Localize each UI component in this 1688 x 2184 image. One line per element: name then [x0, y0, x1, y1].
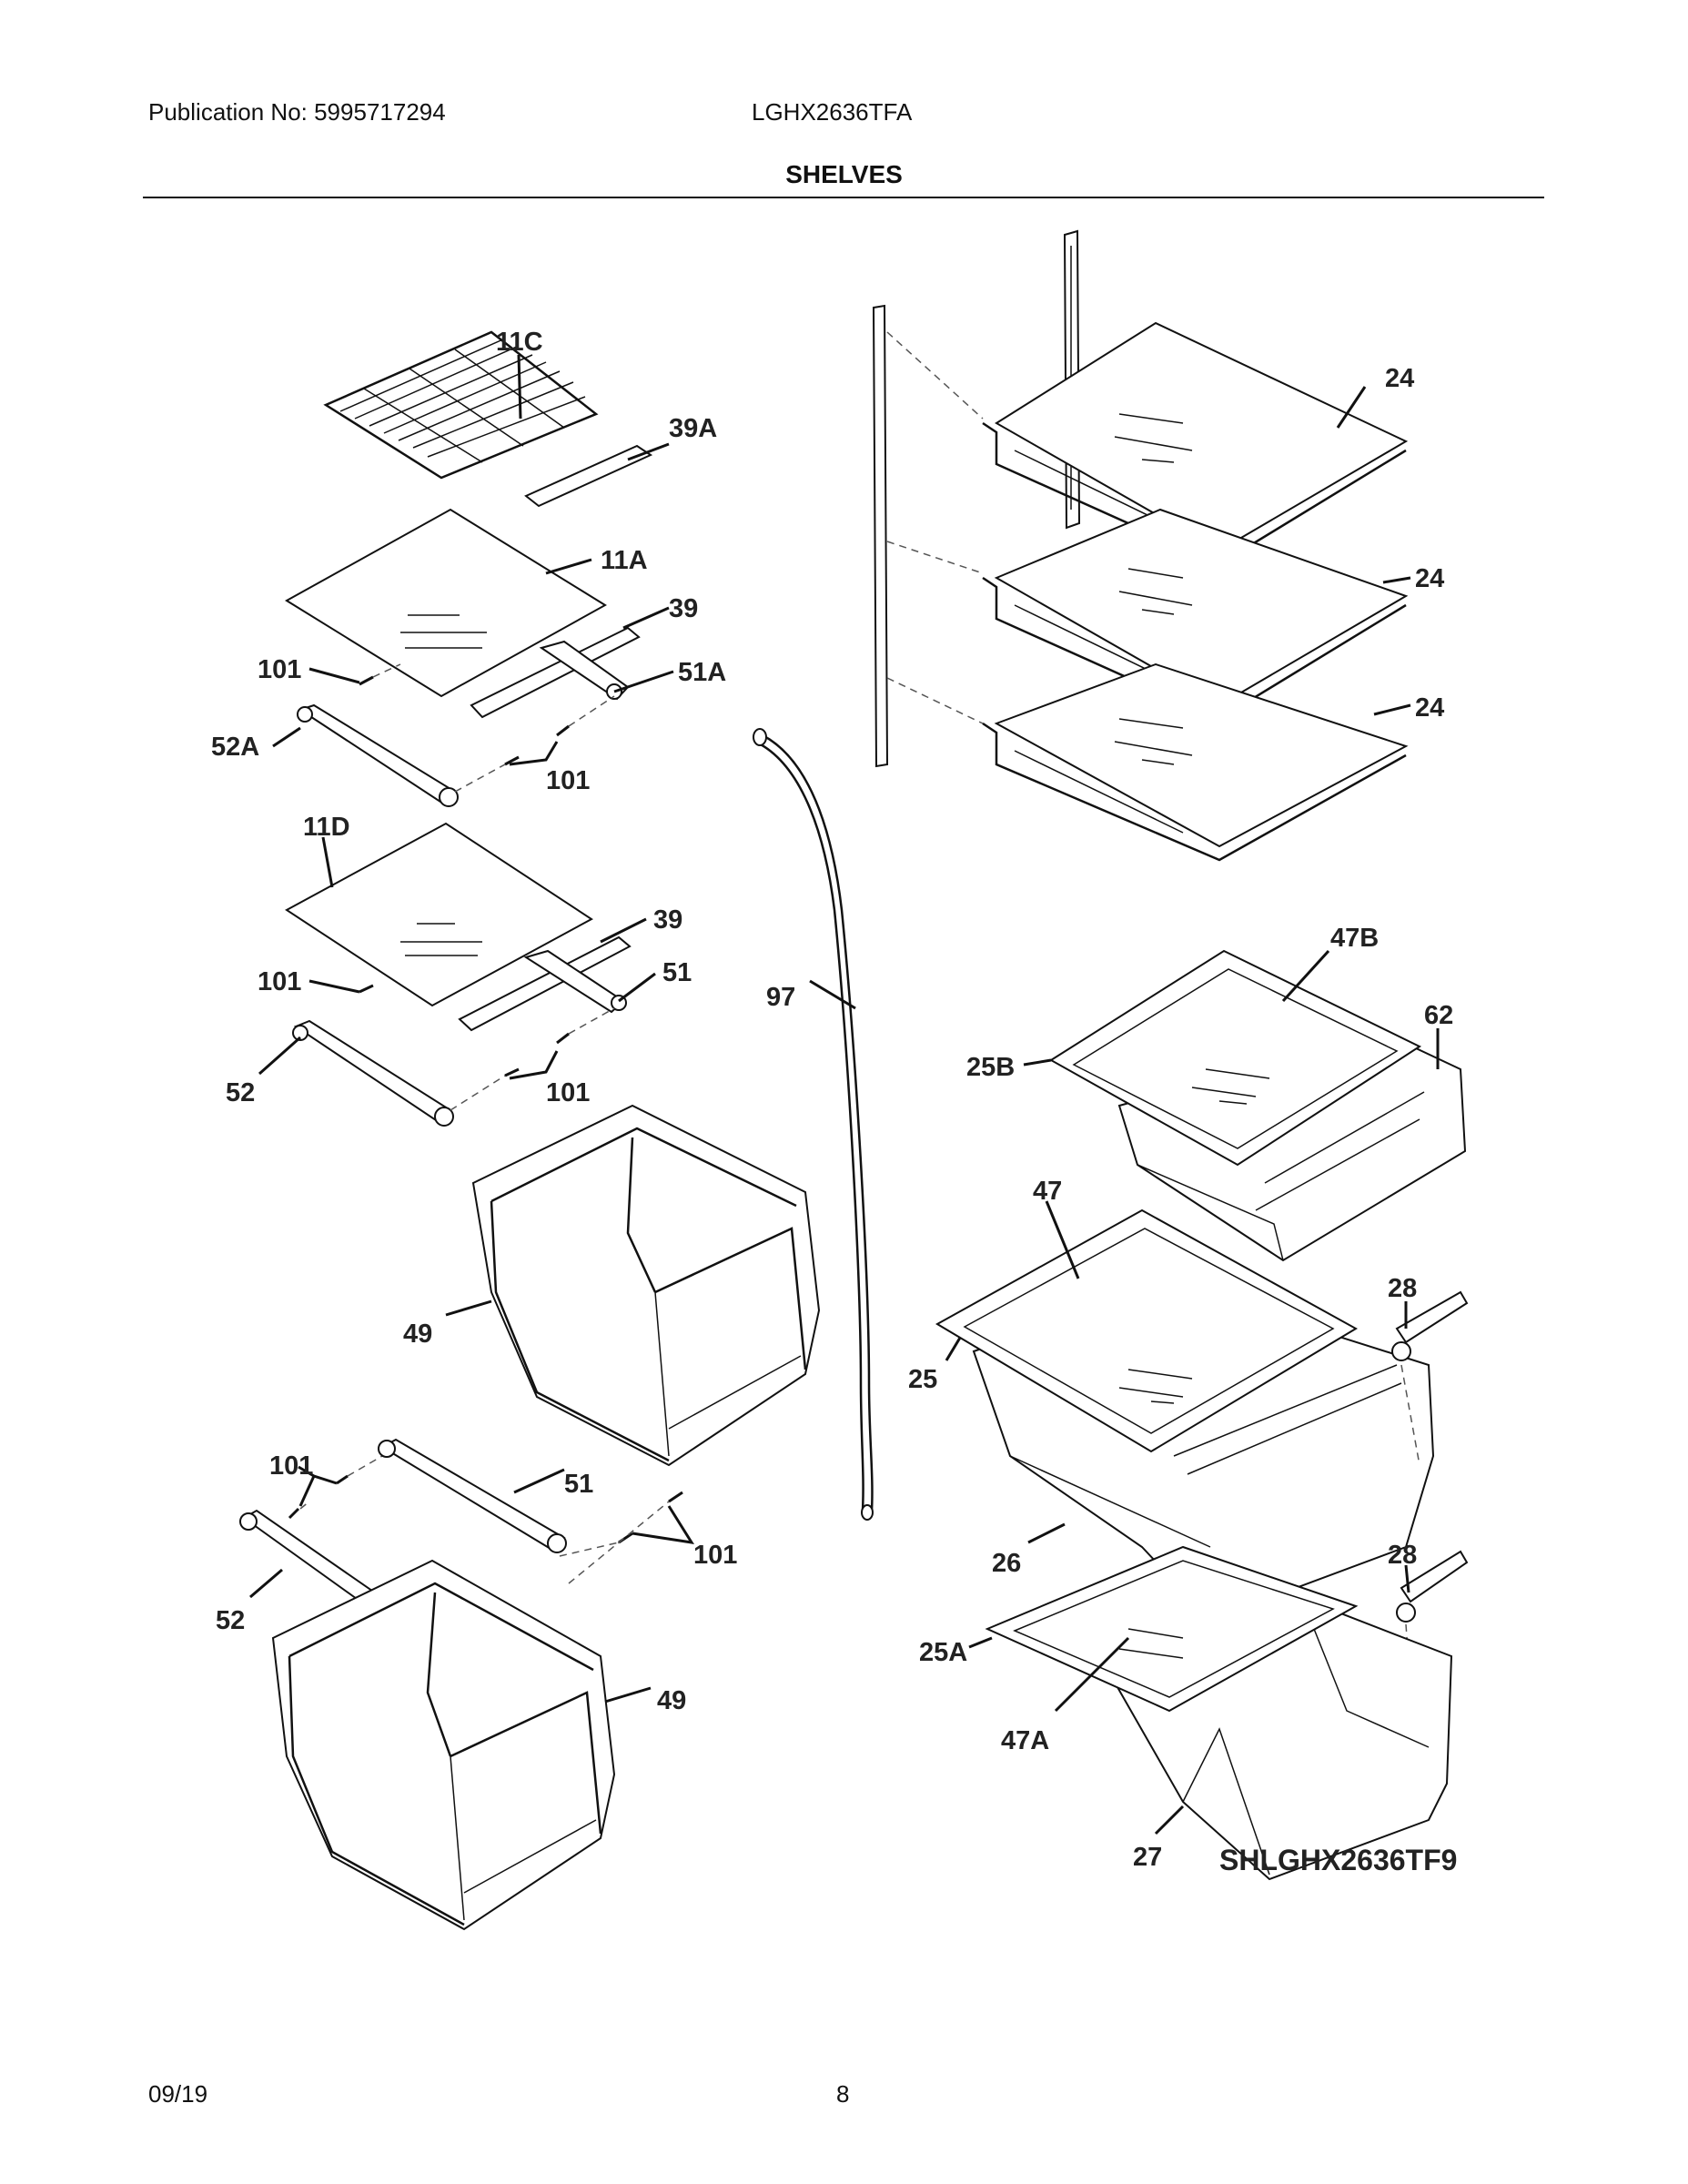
screws-101-lower [288, 1455, 683, 1584]
callout-101-d: 101 [546, 1078, 590, 1107]
callout-101-a: 101 [258, 655, 301, 684]
callout-101-c: 101 [258, 967, 301, 996]
callout-47: 47 [1033, 1177, 1062, 1206]
callout-25a: 25A [919, 1638, 967, 1667]
crisper-cover-25 [935, 1208, 1359, 1453]
screws-101-upper [359, 663, 615, 793]
callout-62: 62 [1424, 1001, 1453, 1030]
callout-101-e: 101 [269, 1451, 313, 1481]
callout-51-upper: 51 [662, 958, 692, 987]
model-number: LGHX2636TFA [752, 98, 913, 126]
callout-49-lower: 49 [657, 1686, 686, 1715]
water-tube-97 [753, 728, 874, 1521]
publication-date: 09/19 [148, 2080, 208, 2108]
callout-47a: 47A [1001, 1726, 1049, 1755]
callout-51-lower: 51 [564, 1470, 593, 1499]
callout-24-bottom: 24 [1415, 693, 1444, 723]
callout-52-lower: 52 [216, 1606, 245, 1635]
callout-49-upper: 49 [403, 1320, 432, 1349]
wire-shelf-11c [323, 330, 599, 480]
drawing-code: SHLGHX2636TF9 [1219, 1844, 1457, 1876]
screws-101-middle [359, 984, 615, 1111]
callout-26: 26 [992, 1549, 1021, 1578]
callout-25b: 25B [966, 1053, 1015, 1082]
callout-101-f: 101 [693, 1541, 737, 1570]
callout-28-upper: 28 [1388, 1274, 1417, 1303]
leader-lines [249, 354, 1440, 1835]
publication-number: Publication No: 5995717294 [148, 98, 446, 126]
shelf-bracket-52-upper [292, 1019, 454, 1127]
crisper-slide-28-lower [1396, 1550, 1469, 1623]
callout-52a: 52A [211, 733, 259, 762]
section-title: SHELVES [785, 160, 903, 188]
crisper-cover-25b [1049, 949, 1422, 1167]
callout-97: 97 [766, 983, 795, 1012]
callout-28-lower: 28 [1388, 1541, 1417, 1570]
callout-24-middle: 24 [1415, 564, 1444, 593]
door-bin-49-lower [271, 1559, 616, 1931]
callout-39-lower: 39 [653, 905, 682, 935]
header-rule [143, 197, 1544, 198]
glass-shelf-11a [285, 508, 607, 698]
callout-39a: 39A [669, 414, 717, 443]
glass-shelf-24-bottom [982, 662, 1409, 862]
callout-27: 27 [1133, 1843, 1162, 1872]
callout-11d: 11D [303, 813, 350, 842]
page-number: 8 [836, 2080, 850, 2108]
crisper-cover-25a [985, 1545, 1359, 1713]
glass-shelf-24-top [982, 321, 1409, 566]
callout-24-top: 24 [1385, 364, 1414, 393]
callout-11c: 11C [496, 328, 543, 357]
shelf-bracket-52a [297, 703, 459, 807]
glass-shelf-11d [285, 822, 593, 1007]
shelf-rail-front [872, 304, 889, 768]
callout-39-upper: 39 [669, 594, 698, 623]
shelf-bracket-51-lower [378, 1438, 567, 1553]
crisper-slide-28-upper [1391, 1290, 1469, 1361]
callout-51a: 51A [678, 658, 726, 687]
shelf-bracket-51-upper [523, 949, 627, 1014]
callout-47b: 47B [1330, 924, 1379, 953]
callout-11a: 11A [601, 546, 648, 575]
callout-101-b: 101 [546, 766, 590, 795]
callout-25: 25 [908, 1365, 937, 1394]
shelf-trim-39a [524, 444, 653, 508]
door-bin-49-upper [471, 1104, 821, 1467]
callout-52-upper: 52 [226, 1078, 255, 1107]
